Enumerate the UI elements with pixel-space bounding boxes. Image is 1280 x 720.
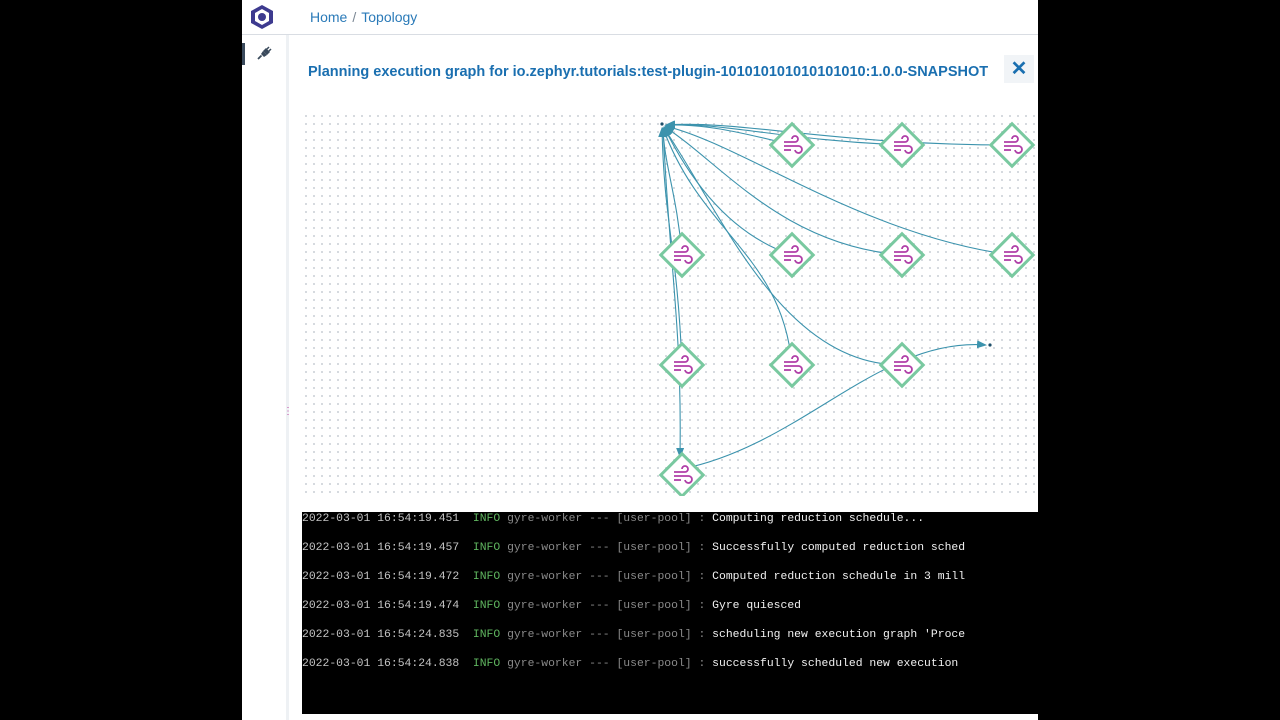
- plug-icon[interactable]: [256, 46, 272, 62]
- graph-node-shape: [658, 341, 706, 389]
- breadcrumb-home-link[interactable]: Home: [310, 9, 348, 25]
- app-logo-icon[interactable]: [250, 4, 274, 30]
- graph-edge: [663, 126, 793, 256]
- log-level: INFO: [472, 658, 501, 670]
- graph-node-shape: [768, 341, 816, 389]
- log-timestamp: 2022-03-01 16:54:19.474: [302, 600, 460, 612]
- log-timestamp: 2022-03-01 16:54:19.472: [302, 571, 460, 583]
- log-timestamp: 2022-03-01 16:54:24.835: [302, 629, 460, 641]
- log-source: gyre-worker --- [user-pool] :: [507, 571, 706, 583]
- graph-node-shape: [878, 341, 926, 389]
- log-line: 2022-03-01 16:54:24.835 INFO gyre-worker…: [302, 629, 965, 641]
- log-source: gyre-worker --- [user-pool] :: [507, 513, 706, 525]
- graph-node[interactable]: [988, 231, 1036, 279]
- log-console[interactable]: 2022-03-01 16:54:19.451 INFO gyre-worker…: [302, 512, 1038, 714]
- log-source: gyre-worker --- [user-pool] :: [507, 600, 706, 612]
- graph-nodes: [658, 121, 1036, 496]
- graph-node[interactable]: [768, 341, 816, 389]
- graph-edge: [662, 127, 685, 458]
- close-button[interactable]: ✕: [1004, 55, 1034, 83]
- log-source: gyre-worker --- [user-pool] :: [507, 629, 706, 641]
- graph-edge: [658, 127, 683, 366]
- graph-node-shape: [768, 231, 816, 279]
- panel-title: Planning execution graph for io.zephyr.t…: [308, 64, 989, 80]
- log-message: Computed reduction schedule in 3 mill: [712, 571, 966, 583]
- graph-node-shape: [878, 121, 926, 169]
- log-level: INFO: [472, 571, 501, 583]
- app-window: Home/Topology ⋮ Planning execution graph…: [242, 0, 1038, 720]
- graph-root-point: [660, 122, 664, 126]
- graph-node-shape: [658, 451, 706, 496]
- log-timestamp: 2022-03-01 16:54:19.451: [302, 513, 460, 525]
- log-level: INFO: [472, 629, 501, 641]
- graph-node[interactable]: [768, 121, 816, 169]
- log-level: INFO: [472, 542, 501, 554]
- log-source: gyre-worker --- [user-pool] :: [507, 542, 706, 554]
- log-level: INFO: [472, 600, 501, 612]
- log-line: 2022-03-01 16:54:19.451 INFO gyre-worker…: [302, 513, 924, 525]
- graph-node[interactable]: [878, 341, 926, 389]
- log-message: Gyre quiesced: [712, 600, 802, 612]
- graph-edge: [664, 126, 903, 256]
- log-line: 2022-03-01 16:54:24.838 INFO gyre-worker…: [302, 658, 965, 670]
- execution-graph-canvas[interactable]: [302, 112, 1038, 496]
- graph-edge: [681, 340, 987, 470]
- sidebar-active-indicator: [242, 43, 245, 65]
- top-bar: Home/Topology: [242, 0, 1038, 35]
- graph-node[interactable]: [878, 231, 926, 279]
- graph-node[interactable]: [988, 121, 1036, 169]
- graph-node[interactable]: [768, 231, 816, 279]
- breadcrumb: Home/Topology: [310, 9, 417, 25]
- log-message: Successfully computed reduction sched: [712, 542, 966, 554]
- log-timestamp: 2022-03-01 16:54:24.838: [302, 658, 460, 670]
- graph-node-shape: [768, 121, 816, 169]
- log-timestamp: 2022-03-01 16:54:19.457: [302, 542, 460, 554]
- log-message: scheduling new execution graph 'Proce: [712, 629, 966, 641]
- graph-node-shape: [658, 231, 706, 279]
- graph-node[interactable]: [658, 451, 706, 496]
- log-line: 2022-03-01 16:54:19.457 INFO gyre-worker…: [302, 542, 965, 554]
- graph-node-shape: [988, 121, 1036, 169]
- graph-node-shape: [878, 231, 926, 279]
- log-source: gyre-worker --- [user-pool] :: [507, 658, 706, 670]
- log-line: 2022-03-01 16:54:19.474 INFO gyre-worker…: [302, 600, 801, 612]
- log-level: INFO: [472, 513, 501, 525]
- graph-svg: [658, 120, 1036, 496]
- graph-edges: [658, 120, 1013, 470]
- panel-resize-handle[interactable]: ⋮: [283, 407, 293, 422]
- sidebar: [242, 35, 289, 720]
- graph-node[interactable]: [658, 231, 706, 279]
- graph-edge: [663, 127, 903, 366]
- breadcrumb-current[interactable]: Topology: [361, 9, 418, 25]
- graph-sink-point: [988, 343, 992, 347]
- graph-edge: [664, 124, 1013, 256]
- graph-edge: [662, 127, 793, 366]
- breadcrumb-separator: /: [352, 9, 357, 25]
- graph-node[interactable]: [878, 121, 926, 169]
- log-message: successfully scheduled new execution: [712, 658, 966, 670]
- log-line: 2022-03-01 16:54:19.472 INFO gyre-worker…: [302, 571, 965, 583]
- log-message: Computing reduction schedule...: [712, 513, 925, 525]
- graph-node[interactable]: [658, 341, 706, 389]
- graph-node-shape: [988, 231, 1036, 279]
